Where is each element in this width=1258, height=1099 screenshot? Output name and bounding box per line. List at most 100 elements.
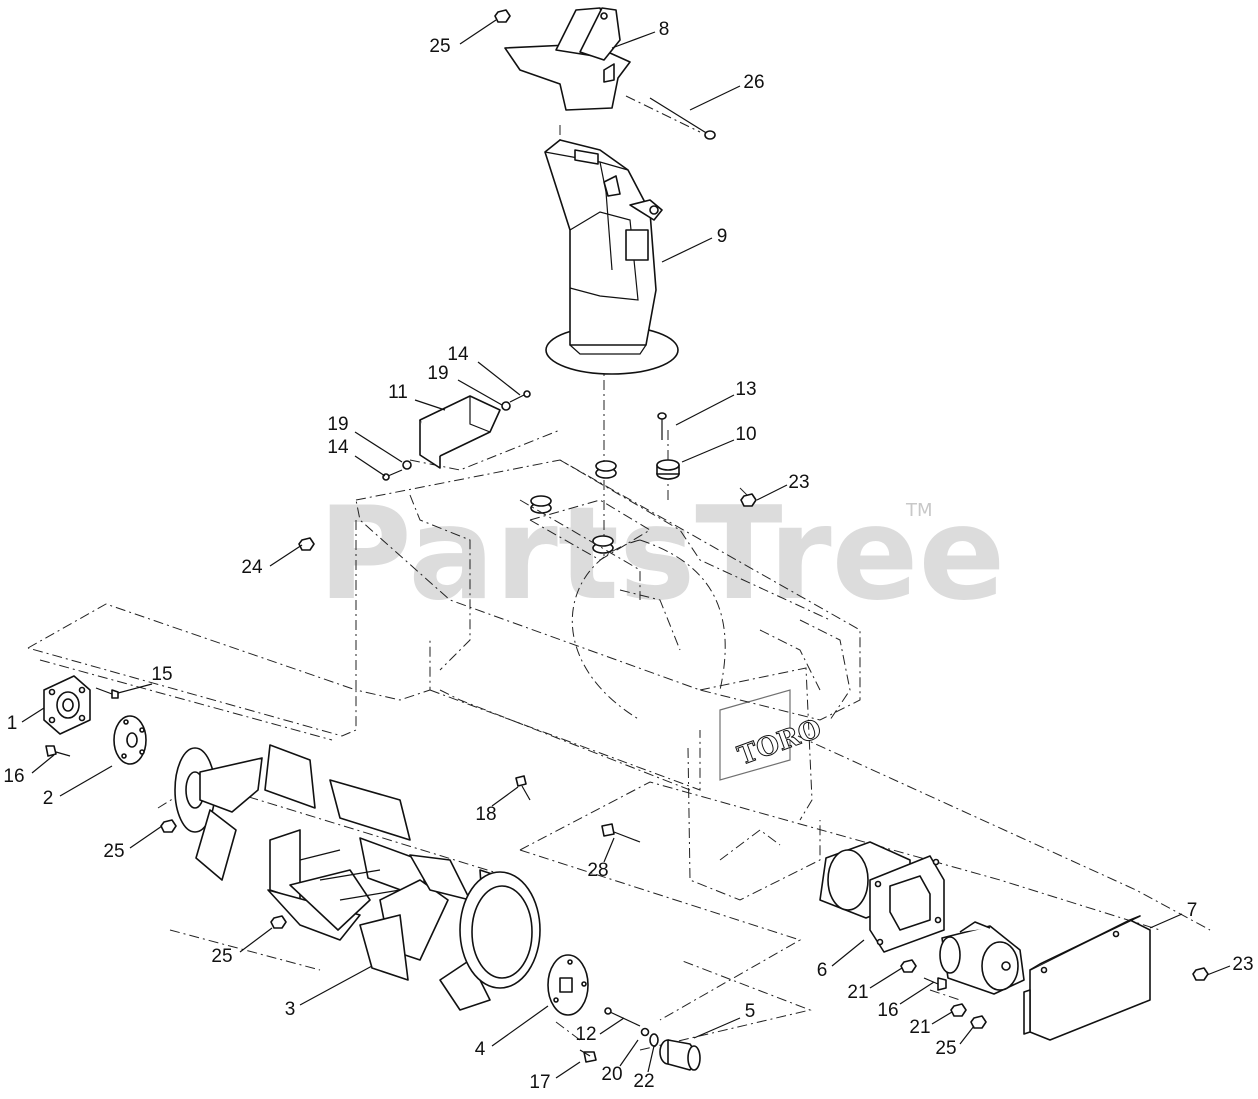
- callout-leader-21: [931, 1011, 953, 1025]
- callout-label-23: 23: [1232, 954, 1253, 975]
- callout-leader-25: [459, 19, 497, 45]
- callout-leader-18: [491, 786, 519, 807]
- callout-label-25: 25: [103, 841, 124, 862]
- bolt-part-28: [601, 823, 641, 843]
- callout-leader-15: [117, 683, 153, 694]
- callout-leader-25: [239, 927, 273, 953]
- callout-label-19: 19: [327, 414, 348, 435]
- callout-label-12: 12: [575, 1024, 596, 1045]
- callout-label-23: 23: [788, 472, 809, 493]
- callout-leader-13: [675, 394, 735, 426]
- nut-part-25-top: [494, 9, 511, 23]
- bolt-part-16-right: [923, 977, 947, 991]
- callout-leader-19: [457, 379, 503, 406]
- callout-leader-4: [491, 1005, 549, 1047]
- callout-label-26: 26: [743, 72, 764, 93]
- cover-part-7: [1023, 915, 1151, 1041]
- nut-part-23-right: [1192, 967, 1209, 981]
- callout-leader-9: [661, 237, 713, 263]
- bolt-part-17: [579, 1049, 597, 1063]
- callout-leader-12: [599, 1017, 625, 1035]
- screw-part-14-lower: [382, 469, 403, 481]
- callout-label-25: 25: [211, 946, 232, 967]
- screw-part-14-upper: [509, 390, 531, 403]
- callout-leader-20: [619, 1039, 639, 1067]
- callout-label-18: 18: [475, 804, 496, 825]
- washer-part-19-lower: [402, 460, 412, 470]
- callout-leader-23: [756, 484, 788, 501]
- callout-leader-6: [831, 939, 865, 967]
- callout-label-16: 16: [877, 1000, 898, 1021]
- chute-deflector-part-8: [504, 7, 631, 111]
- nut-part-25-right: [970, 1015, 987, 1029]
- callout-label-14: 14: [447, 344, 469, 365]
- bolt-part-16-left: [45, 745, 71, 757]
- washer-part-22: [649, 1033, 659, 1047]
- bolt-part-18: [515, 775, 531, 801]
- callout-label-25: 25: [935, 1038, 956, 1059]
- callout-leader-16: [899, 981, 935, 1005]
- callout-leader-8: [611, 31, 656, 49]
- callout-label-8: 8: [659, 19, 670, 40]
- callout-label-21: 21: [909, 1017, 930, 1038]
- nut-part-25-left: [160, 819, 177, 833]
- callout-label-2: 2: [43, 788, 54, 809]
- callout-leader-23: [1206, 965, 1231, 976]
- callout-label-17: 17: [529, 1072, 550, 1093]
- callout-leader-10: [681, 439, 735, 463]
- nut-part-25-lower: [270, 915, 287, 929]
- callout-label-10: 10: [735, 424, 756, 445]
- callout-label-22: 22: [633, 1071, 654, 1092]
- callout-leader-16: [31, 754, 55, 774]
- callout-label-3: 3: [285, 999, 296, 1020]
- callout-leader-28: [603, 837, 615, 863]
- callout-leader-14: [477, 361, 521, 396]
- callout-leader-1: [21, 707, 45, 723]
- screw-part-12: [604, 1007, 641, 1027]
- callout-label-15: 15: [151, 664, 172, 685]
- callout-leader-25: [959, 1025, 975, 1045]
- nut-part-21-upper: [900, 959, 917, 973]
- hub-part-2: [113, 715, 147, 765]
- callout-leader-25: [129, 825, 163, 849]
- callout-label-5: 5: [745, 1001, 756, 1022]
- isolator-part-10: [530, 459, 680, 554]
- impeller-part-3: [174, 744, 541, 1011]
- washer-part-19-upper: [501, 401, 511, 411]
- callout-label-19: 19: [427, 363, 448, 384]
- watermark-trademark: TM: [905, 500, 933, 521]
- discharge-chute-part-9: [544, 139, 679, 375]
- callout-leader-11: [414, 399, 446, 411]
- callout-label-21: 21: [847, 982, 868, 1003]
- screw-part-13: [657, 412, 667, 440]
- callout-label-14: 14: [327, 437, 349, 458]
- callout-leader-2: [59, 765, 113, 797]
- callout-leader-24: [269, 544, 303, 567]
- nut-part-23-top: [740, 493, 757, 507]
- motor-mount-part-6: [819, 841, 945, 953]
- pin-part-26: [649, 97, 716, 140]
- callout-leader-26: [689, 85, 741, 111]
- callout-leader-3: [299, 965, 373, 1006]
- callout-label-1: 1: [7, 713, 18, 734]
- bracket-part-11: [419, 395, 501, 469]
- callout-label-16: 16: [3, 766, 24, 787]
- callout-leader-5: [693, 1017, 741, 1039]
- washer-part-20: [640, 1027, 650, 1037]
- callout-label-7: 7: [1187, 900, 1198, 921]
- plate-part-4: [547, 954, 589, 1016]
- callout-label-20: 20: [601, 1064, 622, 1085]
- nut-part-21-lower: [950, 1003, 967, 1017]
- callout-label-25: 25: [429, 36, 450, 57]
- callout-label-9: 9: [717, 226, 728, 247]
- callout-leader-17: [555, 1061, 581, 1079]
- callout-label-24: 24: [241, 557, 263, 578]
- callout-label-6: 6: [817, 960, 828, 981]
- callout-leader-22: [647, 1045, 655, 1073]
- bolt-part-15: [95, 687, 119, 699]
- callout-label-28: 28: [587, 860, 608, 881]
- callout-leader-7: [1149, 913, 1183, 929]
- nut-part-24: [298, 537, 315, 551]
